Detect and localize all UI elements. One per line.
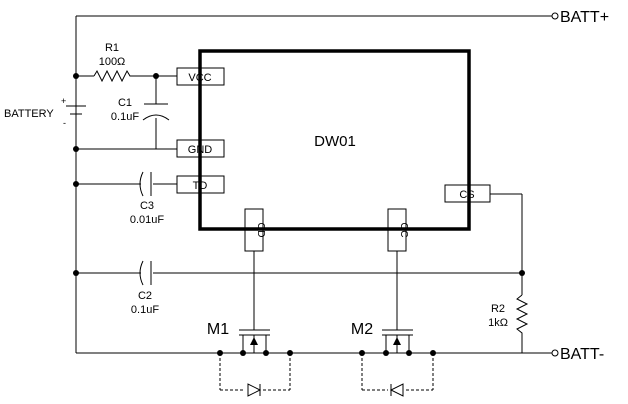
r2-ref: R2 <box>491 303 505 315</box>
c2-value: 0.1uF <box>131 304 159 316</box>
c2-capacitor-icon <box>139 260 152 286</box>
c3-capacitor-icon <box>139 171 152 197</box>
pin-gnd: GND <box>176 139 225 158</box>
r1-ref: R1 <box>105 42 119 54</box>
c3-value: 0.01uF <box>130 214 165 226</box>
c3-ref: C3 <box>140 200 154 212</box>
pin-cs: CS <box>444 184 491 203</box>
pin-vcc-label: VCC <box>188 72 211 84</box>
pin-gnd-label: GND <box>188 144 213 156</box>
pin-td-label: TD <box>193 180 208 192</box>
m2-body-diode-icon <box>361 353 434 397</box>
m1-mosfet-icon <box>239 329 270 353</box>
batt-plus-terminal-icon <box>551 12 559 20</box>
m2-mosfet-icon <box>382 329 413 353</box>
r2-value: 1kΩ <box>488 317 508 329</box>
batt-minus-terminal-icon <box>551 349 559 357</box>
pin-cs-label: CS <box>459 189 474 201</box>
battery-symbol-icon <box>66 105 86 115</box>
pin-oc: OC <box>387 208 409 252</box>
r2-resistor-icon <box>515 294 529 335</box>
batt-minus-label: BATT- <box>560 346 604 363</box>
pin-od-label: OD <box>255 223 266 238</box>
c1-ref: C1 <box>118 97 132 109</box>
c1-capacitor-icon <box>142 103 170 121</box>
c2-ref: C2 <box>138 290 152 302</box>
wires <box>75 15 552 354</box>
m1-body-diode-icon <box>219 353 291 397</box>
pin-vcc: VCC <box>176 67 225 86</box>
battery-label: BATTERY <box>4 108 54 120</box>
r1-resistor-icon <box>93 69 134 83</box>
pin-oc-label: OC <box>398 223 409 238</box>
m1-ref: M1 <box>207 321 229 338</box>
pin-td: TD <box>176 175 225 194</box>
battery-minus-sign: - <box>63 118 66 128</box>
chip-name: DW01 <box>314 133 356 150</box>
r1-value: 100Ω <box>99 56 126 68</box>
m2-ref: M2 <box>351 321 373 338</box>
batt-plus-label: BATT+ <box>560 9 609 26</box>
battery-plus-sign: + <box>61 96 66 106</box>
junction-dots <box>73 73 525 356</box>
pin-od: OD <box>244 208 266 252</box>
c1-value: 0.1uF <box>111 111 139 123</box>
